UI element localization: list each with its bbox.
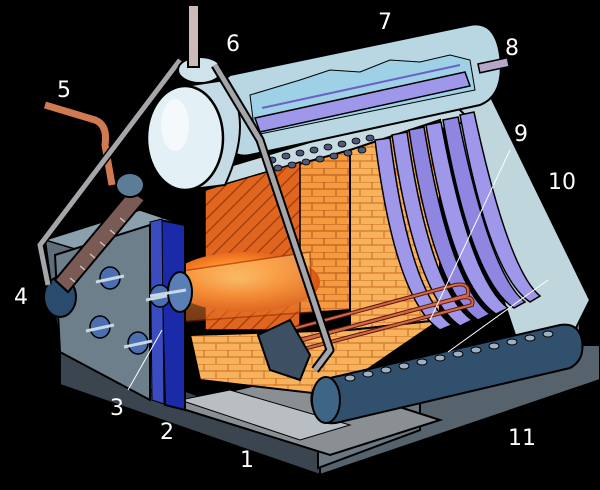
superheater-coil bbox=[254, 71, 471, 133]
leader-lines bbox=[127, 149, 549, 391]
label-9: 9 bbox=[514, 122, 528, 147]
label-1: 1 bbox=[240, 448, 254, 473]
label-10: 10 bbox=[548, 170, 576, 195]
ash-floor bbox=[178, 389, 352, 441]
label-8: 8 bbox=[505, 36, 519, 61]
label-6: 6 bbox=[226, 32, 240, 57]
label-3: 3 bbox=[110, 396, 124, 421]
label-2: 2 bbox=[160, 420, 174, 445]
label-5: 5 bbox=[57, 78, 71, 103]
front-drum bbox=[145, 4, 241, 192]
label-11: 11 bbox=[508, 426, 536, 451]
label-4: 4 bbox=[14, 285, 28, 310]
label-7: 7 bbox=[378, 10, 392, 35]
tube-holes bbox=[267, 134, 375, 172]
insulation-outer bbox=[149, 218, 165, 405]
water-tube-bank bbox=[374, 111, 542, 331]
water-level-gauge bbox=[43, 172, 147, 318]
mud-drum bbox=[310, 323, 584, 425]
steam-outlet bbox=[477, 56, 511, 74]
grate-bracket bbox=[256, 318, 312, 382]
burner-nozzle bbox=[149, 271, 193, 313]
